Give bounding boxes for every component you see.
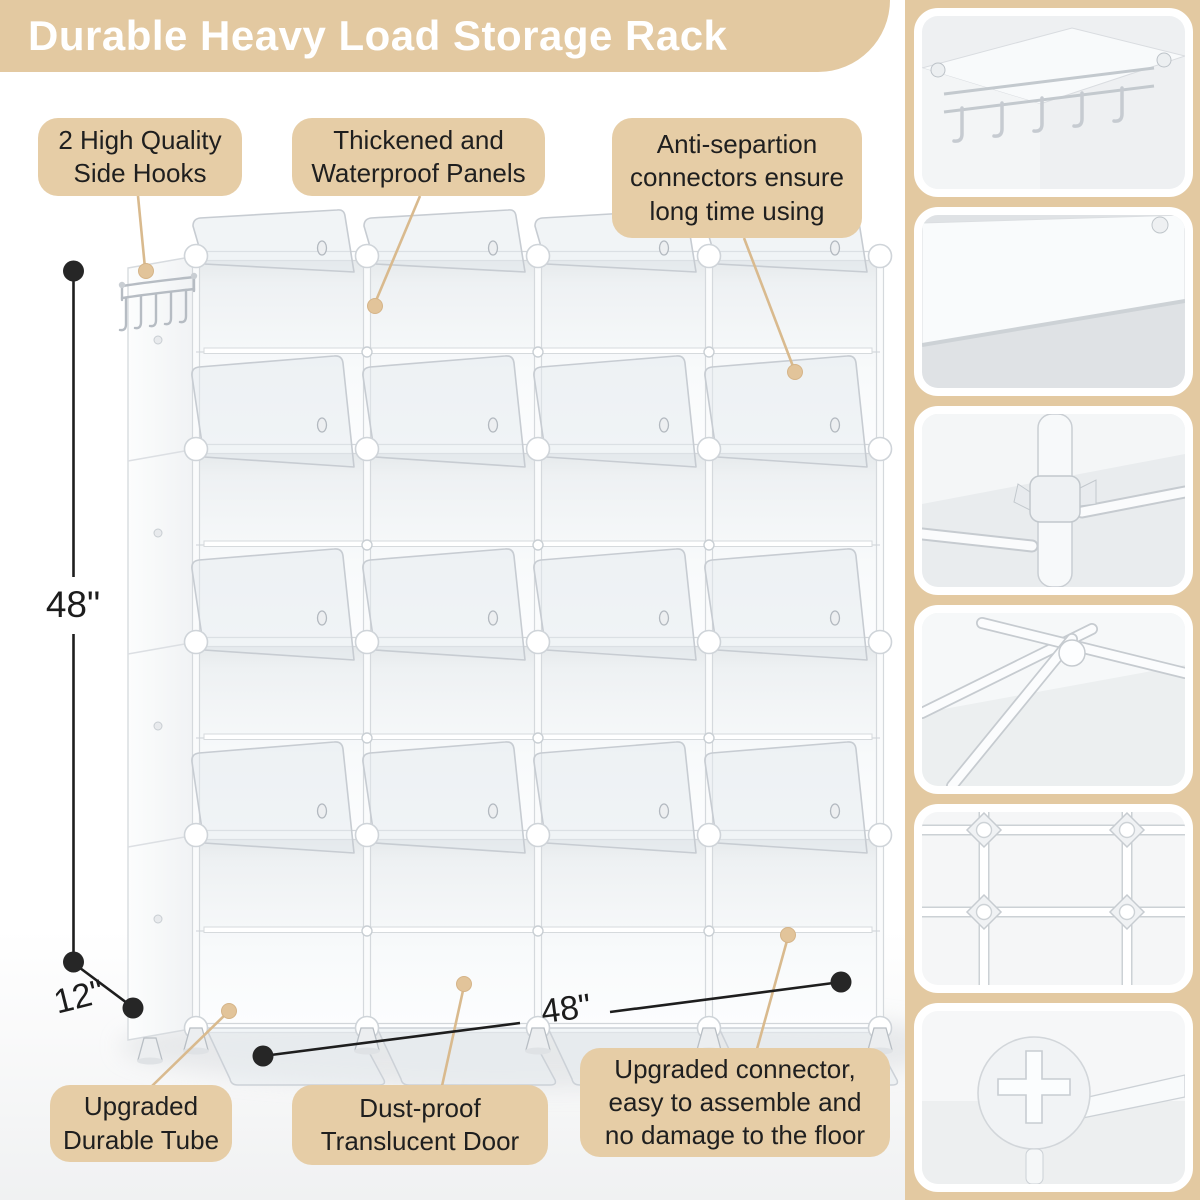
thumbnail-frame-tubes-detail <box>914 605 1193 794</box>
dimension-height-label: 48" <box>45 584 101 625</box>
callout-translucent-door: Dust-proof Translucent Door <box>292 1085 548 1165</box>
frame-tubes-detail-image <box>922 613 1185 786</box>
callout-waterproof-panels: Thickened and Waterproof Panels <box>292 118 545 196</box>
callout-anti-separation-connectors: Anti-separtion connectors ensure long ti… <box>612 118 862 238</box>
leader-lines <box>136 195 803 1087</box>
side-hooks <box>118 272 198 332</box>
callout-durable-tube: Upgraded Durable Tube <box>50 1085 232 1162</box>
storage-rack <box>127 209 899 1086</box>
header-banner: Durable Heavy Load Storage Rack <box>0 0 890 72</box>
callout-side-hooks-label: 2 High Quality Side Hooks <box>58 124 222 188</box>
thumbnail-floor-connector-detail <box>914 1003 1193 1192</box>
callout-translucent-door-label: Dust-proof Translucent Door <box>320 1092 520 1156</box>
thumbnail-rail <box>905 0 1200 1200</box>
dimension-lines <box>63 260 852 1067</box>
callout-side-hooks: 2 High Quality Side Hooks <box>38 118 242 196</box>
product-title: Durable Heavy Load Storage Rack <box>28 12 728 59</box>
thumbnail-side-hooks-detail <box>914 8 1193 197</box>
callout-anti-separation-connectors-label: Anti-separtion connectors ensure long ti… <box>630 129 844 226</box>
thumbnail-panel-connectors-detail <box>914 804 1193 993</box>
side-hooks-detail-image <box>922 16 1185 189</box>
floor-connector-detail-image <box>922 1011 1185 1184</box>
waterproof-panel-detail-image <box>922 215 1185 388</box>
panel-connectors-detail-image <box>922 812 1185 985</box>
tube-connector-detail-image <box>922 414 1185 587</box>
callout-floor-connector-label: Upgraded connector, easy to assemble and… <box>604 1053 866 1151</box>
callout-durable-tube-label: Upgraded Durable Tube <box>62 1091 220 1155</box>
callout-waterproof-panels-label: Thickened and Waterproof Panels <box>311 124 526 188</box>
thumbnail-waterproof-panel-detail <box>914 207 1193 396</box>
callout-floor-connector: Upgraded connector, easy to assemble and… <box>580 1048 890 1157</box>
thumbnail-tube-connector-detail <box>914 406 1193 595</box>
